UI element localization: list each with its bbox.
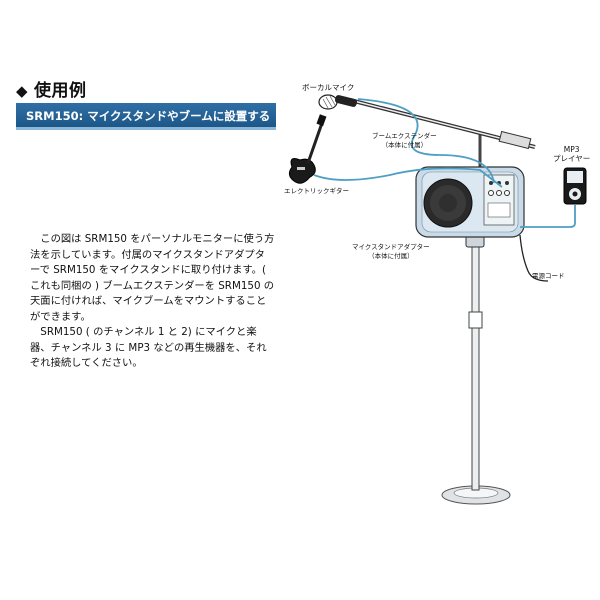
description-text: この図は SRM150 をパーソナルモニターに使う方法を示しています。付属のマイ…: [30, 232, 275, 372]
guitar-cable: [313, 167, 503, 188]
section-title: 使用例: [34, 81, 87, 101]
mp3-player-icon: [563, 167, 587, 205]
srm150-speaker: [415, 166, 525, 238]
label-boom-extender: ブームエクステンダー （本体に付属）: [372, 132, 437, 149]
label-power-cord: 電源コード: [532, 272, 565, 280]
mp3-cable: [520, 205, 576, 228]
setup-diagram: ボーカルマイク ブームエクステンダー （本体に付属） MP3 プレイヤー エレク…: [280, 75, 600, 525]
label-vocal-mic: ボーカルマイク: [302, 83, 355, 92]
stand-pole: [471, 244, 480, 491]
power-cable: [519, 234, 549, 282]
electric-guitar-icon: [288, 114, 327, 184]
label-stand-adapter: マイクスタンドアダプター （本体に付属）: [352, 243, 430, 260]
setup-illustration: [288, 94, 587, 505]
label-electric-guitar: エレクトリックギター: [284, 187, 349, 195]
vocal-mic-icon: [318, 94, 358, 110]
label-mp3-player: MP3 プレイヤー: [553, 145, 591, 163]
description-paragraph-2: SRM150 ( のチャンネル 1 と 2) にマイクと楽器、チャンネル 3 に…: [30, 326, 267, 369]
section-heading: ◆ 使用例: [16, 76, 87, 101]
description-paragraph-1: この図は SRM150 をパーソナルモニターに使う方法を示しています。付属のマイ…: [30, 233, 275, 323]
diamond-bullet-icon: ◆: [16, 82, 29, 100]
mic-cable: [357, 98, 495, 184]
banner-title: SRM150: マイクスタンドやブームに設置する: [16, 103, 276, 130]
